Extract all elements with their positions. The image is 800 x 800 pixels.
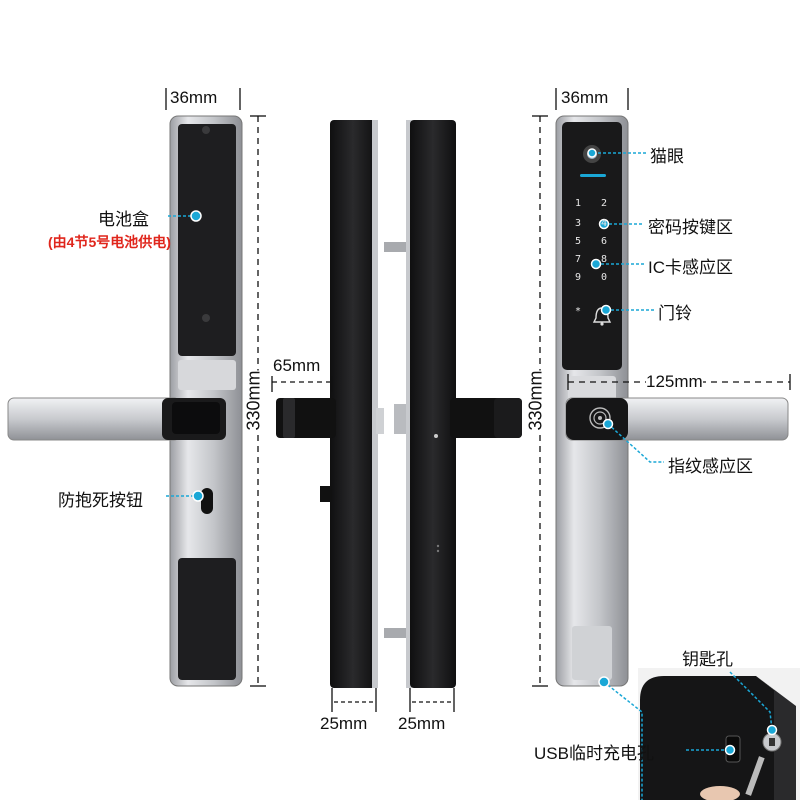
battery-box-label: 电池盒 (98, 210, 149, 229)
status-light-bar (580, 174, 606, 177)
key-0: 0 (601, 272, 608, 283)
keypad-label: 密码按键区 (648, 218, 733, 237)
thickness-right-label: 25mm (398, 714, 446, 734)
anti-lock-button-label: 防抱死按钮 (58, 491, 143, 510)
callout-dots (190, 148, 778, 756)
doorbell-label: 门铃 (658, 304, 692, 323)
key-1: 1 (575, 198, 582, 209)
peephole-label: 猫眼 (650, 147, 684, 166)
front-handle (565, 397, 789, 441)
usb-inset (638, 668, 800, 800)
back-width-label: 36mm (170, 88, 218, 108)
key-2: 2 (601, 198, 608, 209)
key-6: 6 (601, 236, 608, 247)
side-view-right (406, 120, 522, 688)
key-8: 8 (601, 254, 608, 265)
key-9: 9 (575, 272, 582, 283)
key-4: 4 (601, 218, 608, 229)
front-width-label: 36mm (561, 88, 609, 108)
key-3: 3 (575, 218, 582, 229)
key-5: 5 (575, 236, 582, 247)
battery-note-label: (由4节5号电池供电) (48, 234, 171, 250)
usb-port-label: USB临时充电孔 (534, 744, 654, 763)
handle-length-label: 125mm (646, 372, 703, 392)
key-7: 7 (575, 254, 582, 265)
fingerprint-icon (589, 407, 611, 429)
keyhole-label: 钥匙孔 (682, 650, 733, 669)
key-star: * (575, 306, 582, 317)
height-right-label: 330mm (525, 370, 547, 431)
height-left-label: 330mm (243, 370, 265, 431)
thickness-left-label: 25mm (320, 714, 368, 734)
handle-depth-label: 65mm (273, 356, 321, 376)
fingerprint-label: 指纹感应区 (668, 457, 753, 476)
back-handle (7, 397, 226, 441)
ic-card-label: IC卡感应区 (648, 258, 733, 277)
side-view-left (276, 120, 384, 688)
callouts (166, 152, 773, 800)
